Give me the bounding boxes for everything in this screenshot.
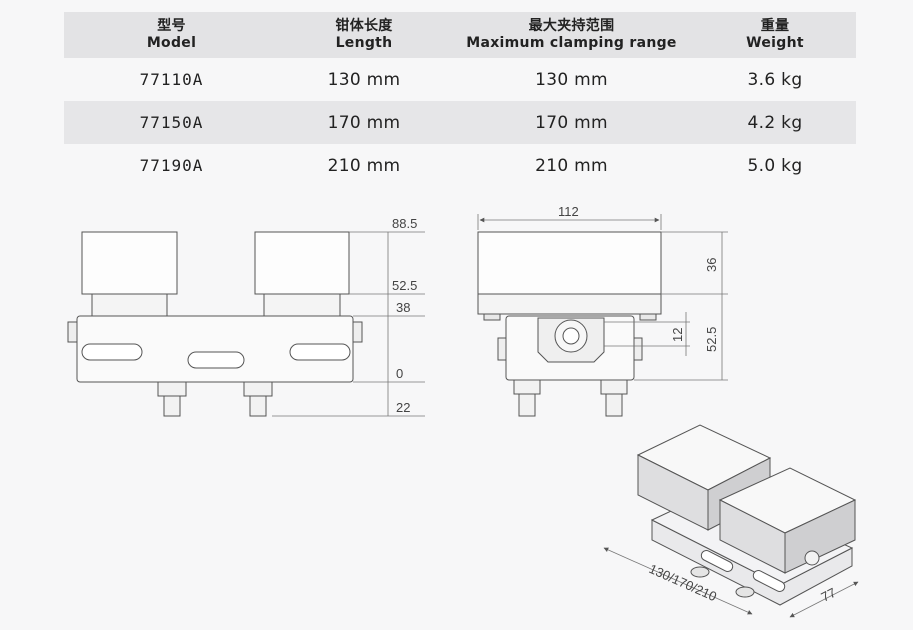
header-clamping-range: 最大夹持范围 Maximum clamping range (466, 18, 677, 51)
cell-length: 170 mm (327, 112, 401, 133)
cell-model: 77150A (139, 113, 204, 132)
spec-table: 型号 Model 钳体长度 Length 最大夹持范围 Maximum clam… (64, 12, 856, 187)
cell-range: 210 mm (535, 155, 608, 176)
dim-52-5-front: 52.5 (704, 327, 719, 352)
dim-22: 22 (396, 400, 410, 415)
iso-clamp-screw-icon (804, 550, 820, 566)
dim-77: 77 (819, 585, 839, 605)
left-jaw-block (81, 231, 178, 295)
dim-36: 36 (704, 258, 719, 272)
dim-88-5: 88.5 (392, 216, 417, 231)
cell-length: 210 mm (327, 155, 401, 176)
table-row: 77190A 210 mm 210 mm 5.0 kg (64, 144, 856, 187)
cell-weight: 5.0 kg (747, 155, 803, 176)
front-view (477, 231, 662, 417)
dim-0: 0 (396, 366, 403, 381)
dim-38: 38 (396, 300, 410, 315)
cell-model: 77110A (139, 70, 204, 89)
cell-weight: 4.2 kg (747, 112, 803, 133)
header-weight: 重量 Weight (746, 18, 804, 51)
header-length: 钳体长度 Length (335, 18, 393, 51)
vise-base (76, 315, 354, 383)
cell-weight: 3.6 kg (747, 69, 803, 90)
cell-length: 130 mm (327, 69, 401, 90)
cell-model: 77190A (139, 156, 204, 175)
jaw-block-front (477, 231, 662, 295)
side-view (67, 231, 363, 417)
header-model: 型号 Model (146, 18, 197, 51)
cell-range: 170 mm (535, 112, 608, 133)
table-row: 77110A 130 mm 130 mm 3.6 kg (64, 58, 856, 101)
table-header: 型号 Model 钳体长度 Length 最大夹持范围 Maximum clam… (64, 12, 856, 58)
dim-12: 12 (670, 328, 685, 342)
table-row: 77150A 170 mm 170 mm 4.2 kg (64, 101, 856, 144)
dim-52-5: 52.5 (392, 278, 417, 293)
cell-range: 130 mm (535, 69, 608, 90)
dim-112: 112 (558, 204, 579, 219)
right-jaw-block (254, 231, 350, 295)
